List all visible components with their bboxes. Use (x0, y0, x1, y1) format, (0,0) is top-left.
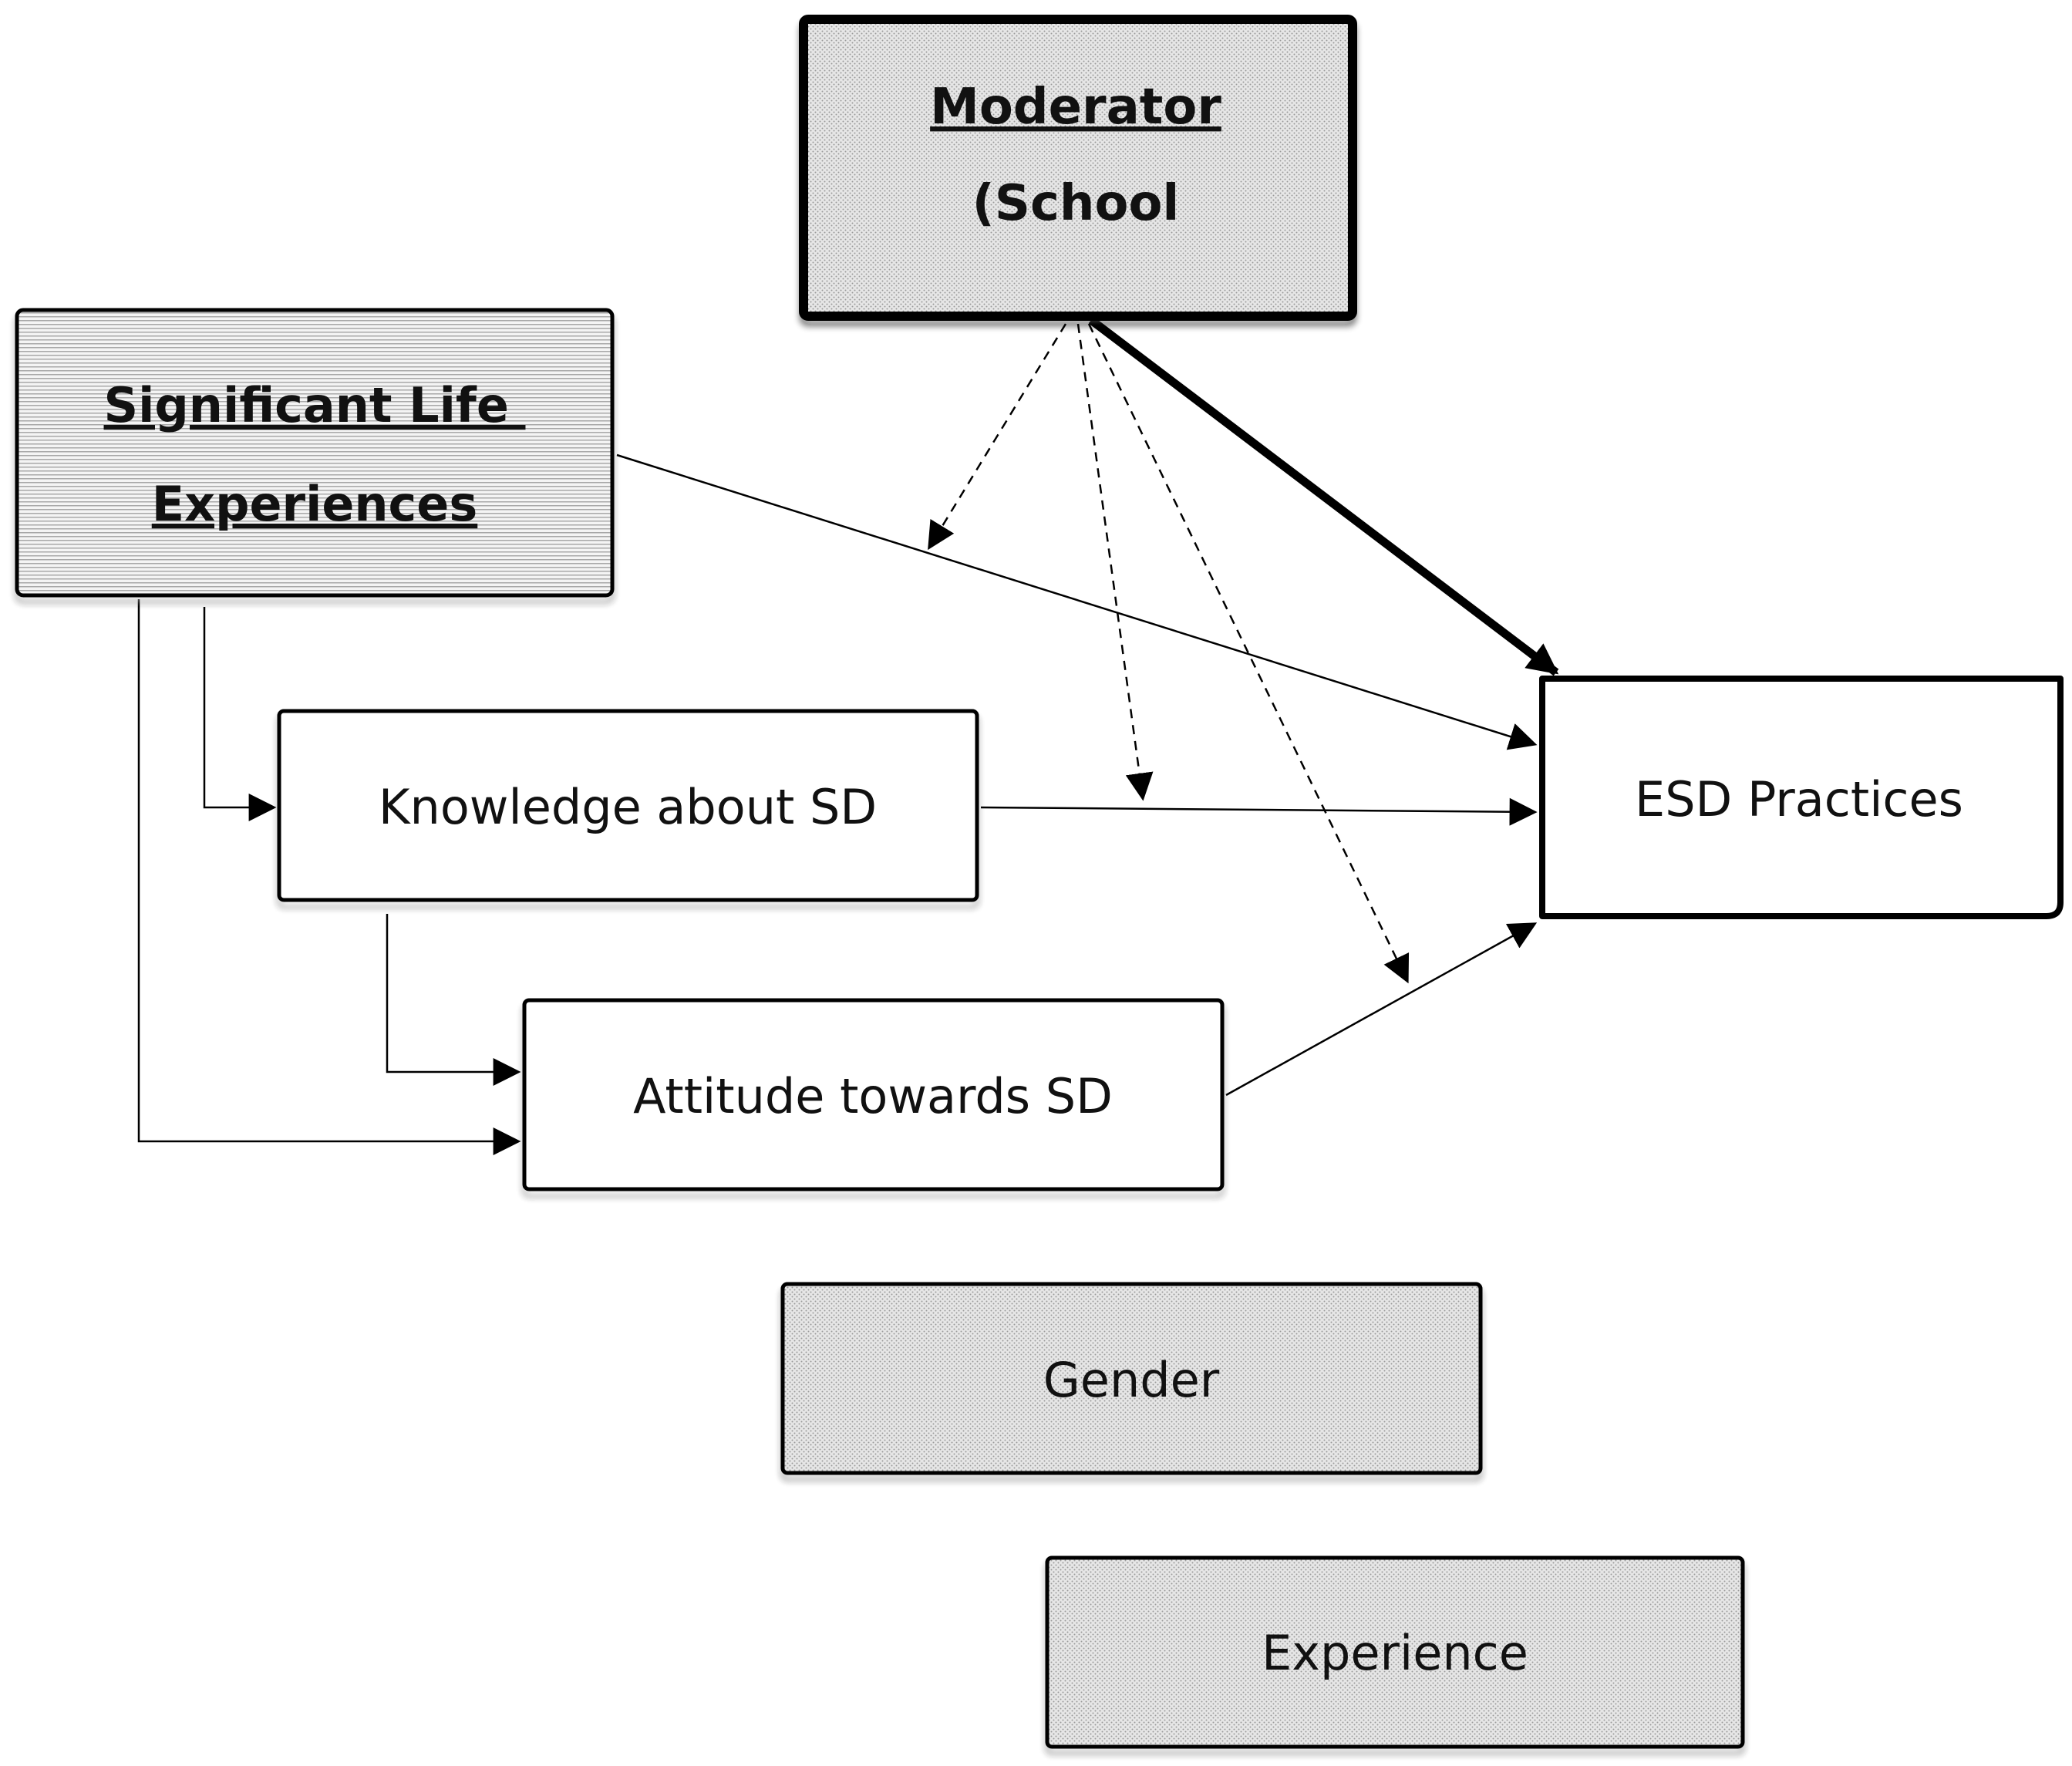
node-knowledge-about-sd: Knowledge about SD (277, 709, 979, 902)
gender-label: Gender (1043, 1352, 1220, 1408)
node-gender: Gender (780, 1282, 1483, 1475)
node-attitude-towards-sd: Attitude towards SD (522, 998, 1225, 1191)
edge-sle-to-esd (616, 453, 1538, 750)
moderator-title: Moderator (930, 79, 1221, 136)
node-moderator: Moderator (School (799, 15, 1357, 321)
sle-title-line1: Significant Life (104, 377, 526, 433)
moderator-subtitle: (School (972, 175, 1180, 232)
edge-moderator-dashed-attitude-path (1087, 323, 1410, 984)
node-experience: Experience (1045, 1555, 1745, 1749)
sle-title-line2: Experiences (152, 476, 478, 532)
edge-moderator-dashed-sle-path (928, 323, 1067, 551)
edge-attitude-to-esd (1225, 922, 1538, 1097)
edge-moderator-dashed-knowledge-path (1076, 323, 1154, 801)
edge-sle-to-knowledge (203, 607, 277, 821)
edge-sle-to-attitude (137, 599, 521, 1155)
edge-moderator-to-esd (1088, 316, 1559, 676)
attitude-label: Attitude towards SD (633, 1068, 1113, 1124)
esd-label: ESD Practices (1635, 771, 1963, 827)
node-significant-life-experiences: Significant Life Experiences (15, 308, 615, 598)
edge-knowledge-to-attitude (386, 914, 521, 1086)
node-esd-practices: ESD Practices (1539, 676, 2064, 919)
edge-knowledge-to-esd (980, 797, 1538, 826)
edges (137, 316, 1559, 1155)
knowledge-label: Knowledge about SD (379, 779, 877, 835)
experience-label: Experience (1262, 1625, 1528, 1681)
